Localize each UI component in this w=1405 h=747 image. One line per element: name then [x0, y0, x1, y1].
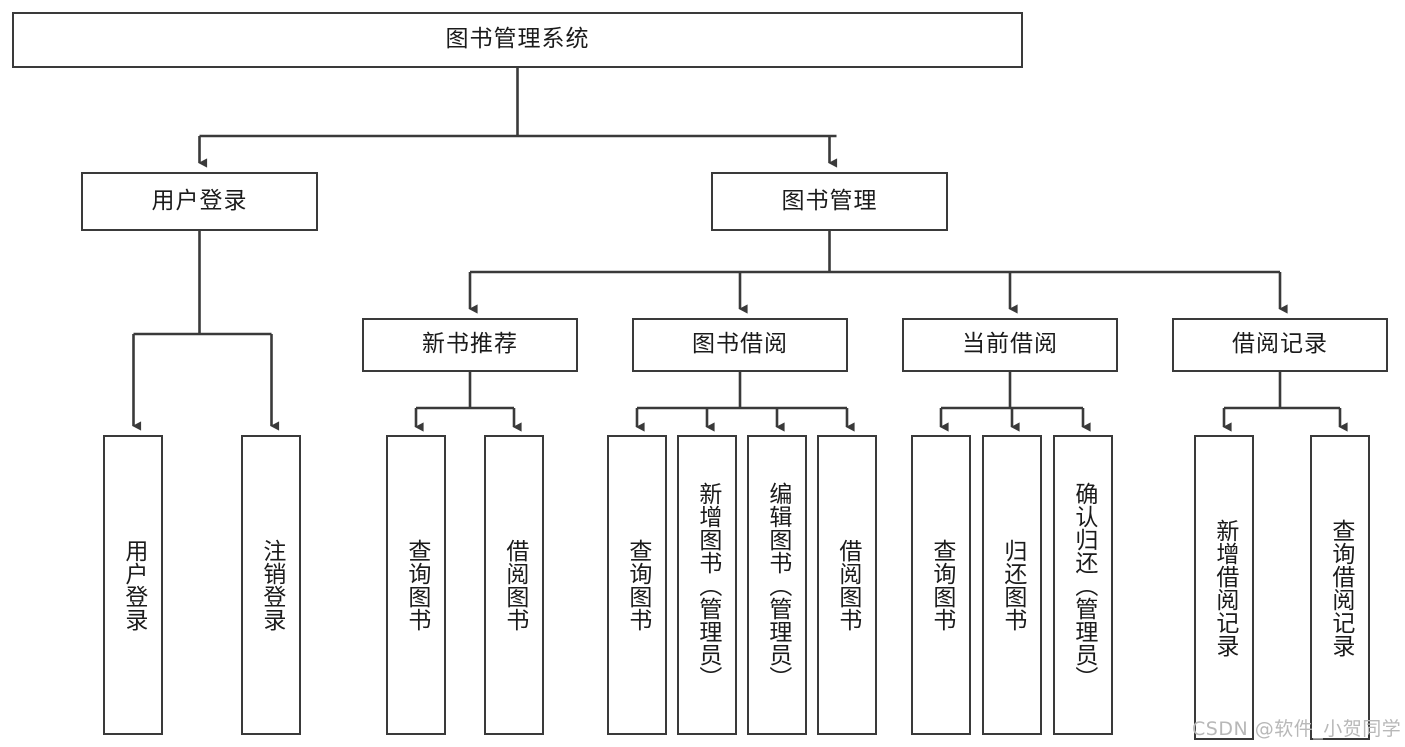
node-label: 用户登录 — [151, 187, 248, 214]
node-label: 当前借阅 — [962, 331, 1058, 358]
node-label: 图书管理系统 — [445, 26, 590, 53]
node-label: 归还图书 — [999, 539, 1026, 631]
root-to-level2-connectors — [198, 68, 838, 168]
node-label: 图书管理 — [781, 187, 878, 214]
node-label: 新增图书（管理员） — [694, 481, 721, 689]
leaf-confirm-return-admin[interactable]: 确认归还（管理员） — [1053, 435, 1113, 735]
node-label: 注销登录 — [258, 539, 285, 631]
leaf-logout[interactable]: 注销登录 — [241, 435, 301, 735]
node-label: 编辑图书（管理员） — [764, 481, 791, 689]
current-borrow-leaf-connectors — [939, 372, 1091, 432]
node-label: 新增借阅记录 — [1211, 518, 1238, 657]
node-label: 用户登录 — [120, 539, 147, 631]
leaf-borrow-book[interactable]: 借阅图书 — [817, 435, 877, 735]
leaf-add-book-admin[interactable]: 新增图书（管理员） — [677, 435, 737, 735]
book-mgmt-branch-connectors — [468, 231, 1288, 314]
node-label: 查询图书 — [403, 539, 430, 631]
node-label: 借阅图书 — [501, 539, 528, 631]
node-label: 查询图书 — [624, 539, 651, 631]
node-label: 查询图书 — [928, 539, 955, 631]
leaf-query-book-borrow[interactable]: 查询图书 — [607, 435, 667, 735]
leaf-query-borrow-record[interactable]: 查询借阅记录 — [1310, 435, 1370, 740]
csdn-watermark: CSDN @软件_小贺同学 — [1192, 718, 1402, 740]
node-new-book-recommend[interactable]: 新书推荐 — [362, 318, 578, 372]
leaf-query-book-current[interactable]: 查询图书 — [911, 435, 971, 735]
user-login-branch-connectors — [132, 231, 280, 431]
node-root-system[interactable]: 图书管理系统 — [12, 12, 1023, 68]
leaf-edit-book-admin[interactable]: 编辑图书（管理员） — [747, 435, 807, 735]
leaf-query-book-recommend[interactable]: 查询图书 — [386, 435, 446, 735]
node-current-borrow[interactable]: 当前借阅 — [902, 318, 1118, 372]
leaf-borrow-book-recommend[interactable]: 借阅图书 — [484, 435, 544, 735]
new-book-leaf-connectors — [414, 372, 522, 432]
node-book-borrow[interactable]: 图书借阅 — [632, 318, 848, 372]
node-label: 查询借阅记录 — [1327, 518, 1354, 657]
leaf-add-borrow-record[interactable]: 新增借阅记录 — [1194, 435, 1254, 740]
leaf-return-book[interactable]: 归还图书 — [982, 435, 1042, 735]
borrow-leaf-connectors — [635, 372, 855, 432]
leaf-user-login[interactable]: 用户登录 — [103, 435, 163, 735]
node-label: 借阅图书 — [834, 539, 861, 631]
node-label: 确认归还（管理员） — [1070, 481, 1097, 689]
node-label: 借阅记录 — [1232, 331, 1328, 358]
borrow-record-leaf-connectors — [1222, 372, 1348, 432]
node-user-login[interactable]: 用户登录 — [81, 172, 318, 231]
node-borrow-record[interactable]: 借阅记录 — [1172, 318, 1388, 372]
node-label: 图书借阅 — [692, 331, 788, 358]
node-book-management[interactable]: 图书管理 — [711, 172, 948, 231]
node-label: 新书推荐 — [422, 331, 518, 358]
